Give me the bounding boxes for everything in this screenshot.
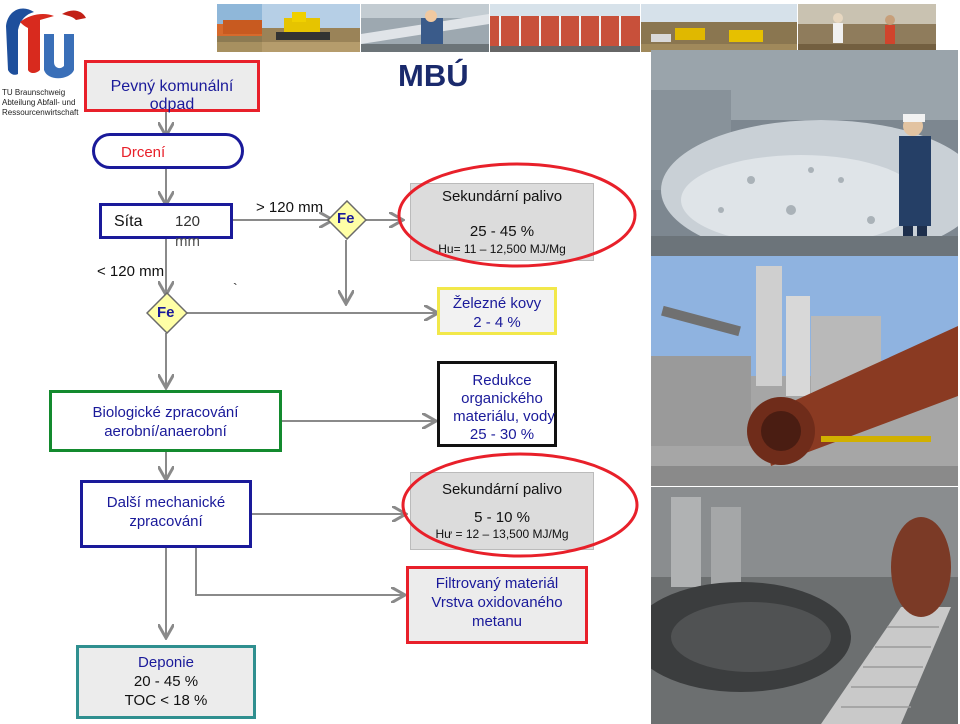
screen-size-line-2: mm	[175, 233, 200, 250]
filter-material-line-1: Filtrovaný materiál	[435, 575, 559, 592]
iron-metals-percent: 2 - 4 %	[473, 314, 521, 331]
rdf-bunker-photo	[651, 50, 958, 256]
sorting-plant-photo	[361, 4, 489, 52]
screen-size-line-1: 120	[175, 213, 201, 230]
filter-material-line-2: Vrstva oxidovaného	[431, 594, 563, 611]
iron-metals-title: Železné kovy	[452, 295, 542, 312]
secondary-fuel-2-title: Sekundární palivo	[441, 481, 563, 498]
cement-kiln-photo	[651, 256, 958, 486]
screen-size-label: 120 mm	[175, 212, 200, 252]
logo-line-2: Abteilung Abfall- und	[2, 98, 76, 107]
input-waste-label: Pevný komunální odpad	[110, 78, 234, 113]
fe-left-label: Fe	[157, 304, 175, 321]
reduction-text: Redukce organického materiálu, vody 25 -…	[440, 372, 564, 444]
secondary-fuel-box-2: Sekundární palivo 5 - 10 % Hư = 12 – 13,…	[410, 472, 594, 550]
mechanical-treatment-line-2: zpracování	[129, 513, 203, 530]
undersize-label: < 120 mm	[97, 263, 165, 280]
fe-separator-left	[146, 292, 188, 334]
reduction-line-4: 25 - 30 %	[469, 426, 535, 443]
landfill-line-2: 20 - 45 %	[133, 673, 199, 690]
filter-material-line-3: metanu	[471, 613, 523, 630]
highlight-ellipse-fuel-1	[397, 162, 637, 268]
stray-mark: `	[233, 280, 238, 296]
logo-line-3: Ressourcenwirtschaft	[2, 108, 79, 117]
secondary-fuel-1-heating-value: Hu= 11 – 12,500 MJ/Mg	[438, 242, 566, 256]
waste-workers-photo	[798, 4, 936, 52]
biological-treatment-box: Biologické zpracování aerobní/anaerobní	[49, 390, 282, 452]
secondary-fuel-1-title: Sekundární palivo	[441, 188, 563, 205]
landfill-box: Deponie 20 - 45 % TOC < 18 %	[76, 645, 256, 719]
tu-logo-icon	[6, 8, 86, 79]
material-storage-photo	[651, 487, 958, 724]
reduction-line-3: materiálu, vody	[453, 408, 555, 425]
bulldozer-photo	[262, 4, 360, 52]
landfill-equipment-photo	[641, 4, 797, 52]
mechanical-treatment-line-1: Další mechanické	[106, 494, 226, 511]
biological-treatment-line-1: Biologické zpracování	[92, 404, 239, 421]
fe-top-label: Fe	[337, 210, 355, 227]
secondary-fuel-2-heating-value: Hư = 12 – 13,500 MJ/Mg	[435, 527, 569, 541]
highlight-ellipse-fuel-2	[401, 452, 639, 558]
screen-box: Síta	[99, 203, 233, 239]
shredding-label: Drcení	[121, 144, 166, 161]
page-title: MBÚ	[398, 58, 469, 93]
reduction-box	[437, 361, 557, 447]
filter-material-box: Filtrovaný materiál Vrstva oxidovaného m…	[406, 566, 588, 644]
screen-label: Síta	[114, 213, 143, 230]
logo-line-1: TU Braunschweig	[2, 88, 66, 97]
secondary-fuel-1-percent: 25 - 45 %	[469, 223, 535, 240]
secondary-fuel-box-1: Sekundární palivo 25 - 45 % Hu= 11 – 12,…	[410, 183, 594, 261]
fe-separator-top	[327, 200, 367, 240]
mechanical-treatment-box: Další mechanické zpracování	[80, 480, 252, 548]
reduction-line-1: Redukce	[472, 372, 532, 389]
tu-braunschweig-logo: TU Braunschweig Abteilung Abfall- und Re…	[0, 0, 88, 120]
oversize-label: > 120 mm	[256, 199, 324, 216]
biological-treatment-line-2: aerobní/anaerobní	[104, 423, 227, 440]
secondary-fuel-2-percent: 5 - 10 %	[474, 509, 530, 526]
landfill-line-3: TOC < 18 %	[124, 692, 208, 709]
shredding-box: Drcení	[92, 133, 244, 169]
landfill-line-1: Deponie	[138, 654, 194, 671]
input-waste-box: Pevný komunální odpad	[84, 60, 260, 113]
iron-metals-box: Železné kovy 2 - 4 %	[437, 287, 557, 335]
reduction-line-2: organického	[461, 390, 543, 407]
greenhouse-hall-photo	[490, 4, 640, 52]
